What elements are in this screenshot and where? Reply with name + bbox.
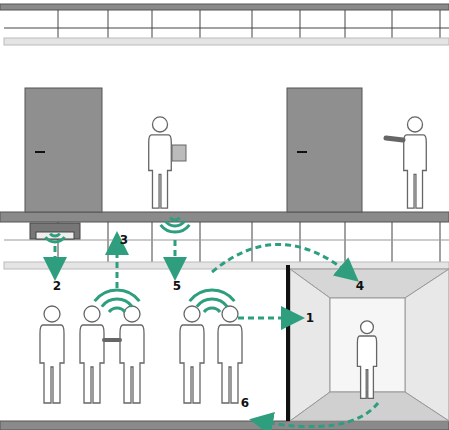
upper-ceiling-panel [4, 38, 449, 45]
person-body [40, 325, 64, 403]
callout-number: 6 [241, 396, 249, 410]
ceiling-hanger [152, 10, 153, 38]
ceiling-hanger [200, 10, 201, 38]
path-arrow [258, 403, 378, 427]
speaker-grille [36, 232, 74, 239]
suspended-ceilings [4, 10, 449, 262]
ceiling-speaker [30, 223, 80, 239]
parcel [172, 145, 186, 161]
sound-wave [190, 290, 235, 301]
path-arrow [212, 244, 352, 276]
person-head [222, 306, 238, 322]
pointing-arm [386, 138, 403, 140]
ceiling-hanger [300, 222, 301, 262]
ceiling-hanger [108, 10, 109, 38]
ceiling-hanger [300, 10, 301, 38]
path-arrow [174, 240, 177, 272]
door [287, 88, 362, 212]
person-head [407, 117, 422, 132]
person-body [180, 325, 204, 403]
sound-wave [102, 299, 132, 307]
sound-wave [161, 225, 190, 232]
person-body [120, 325, 144, 403]
person-body [404, 135, 427, 208]
callout-number: 4 [356, 279, 364, 293]
person-head [361, 321, 374, 334]
ceiling-hanger [58, 10, 59, 38]
person [404, 117, 427, 208]
ceiling-hanger [108, 222, 109, 262]
door-handle [297, 151, 307, 153]
callout-number: 3 [120, 233, 128, 247]
person-body [357, 336, 376, 398]
person-body [80, 325, 104, 403]
ceiling-hanger [392, 10, 393, 38]
path-arrow [54, 246, 57, 272]
person [357, 321, 376, 399]
sound-wave [204, 308, 220, 312]
ceiling-hanger [252, 10, 253, 38]
sound-wave [109, 308, 125, 312]
roof-slab [0, 4, 449, 10]
partition-wall [286, 265, 290, 421]
people [40, 117, 426, 403]
callout-number: 1 [306, 311, 314, 325]
callout-number: 5 [173, 279, 181, 293]
lower-floor-slab [0, 421, 449, 430]
ceiling-hanger [345, 222, 346, 262]
path-arrow [116, 240, 119, 288]
path-arrow [238, 317, 296, 320]
person-body [218, 325, 242, 403]
ceiling-rail [4, 240, 449, 241]
door [25, 88, 102, 212]
sound-wave [197, 299, 227, 307]
sound-wave [170, 218, 180, 220]
person-head [152, 117, 167, 132]
person-head [44, 306, 60, 322]
sound-wave [95, 290, 140, 301]
ceiling-hanger [392, 222, 393, 262]
ceiling-rail [4, 28, 449, 29]
person [80, 306, 104, 403]
ceiling-hanger [252, 222, 253, 262]
sound-waves [45, 218, 234, 312]
handshake [104, 338, 120, 342]
person-body [149, 135, 172, 208]
person-head [124, 306, 140, 322]
person [40, 306, 64, 403]
person [120, 306, 144, 403]
sound-wave [50, 234, 60, 236]
person-head [84, 306, 100, 322]
ceiling-hanger [440, 10, 441, 38]
upper-floor-slab [0, 212, 449, 222]
ceiling-hanger [200, 222, 201, 262]
sound-wave [45, 237, 64, 242]
ceiling-hanger [152, 222, 153, 262]
ceiling-hanger [345, 10, 346, 38]
ceiling-hanger [440, 222, 441, 262]
door-handle [35, 151, 45, 153]
transmission-paths [55, 240, 378, 427]
person [149, 117, 172, 208]
person [218, 306, 242, 403]
person-head [184, 306, 200, 322]
sound-wave [165, 221, 184, 226]
person [180, 306, 204, 403]
lower-ceiling-panel [4, 262, 449, 269]
callout-number: 2 [53, 279, 61, 293]
